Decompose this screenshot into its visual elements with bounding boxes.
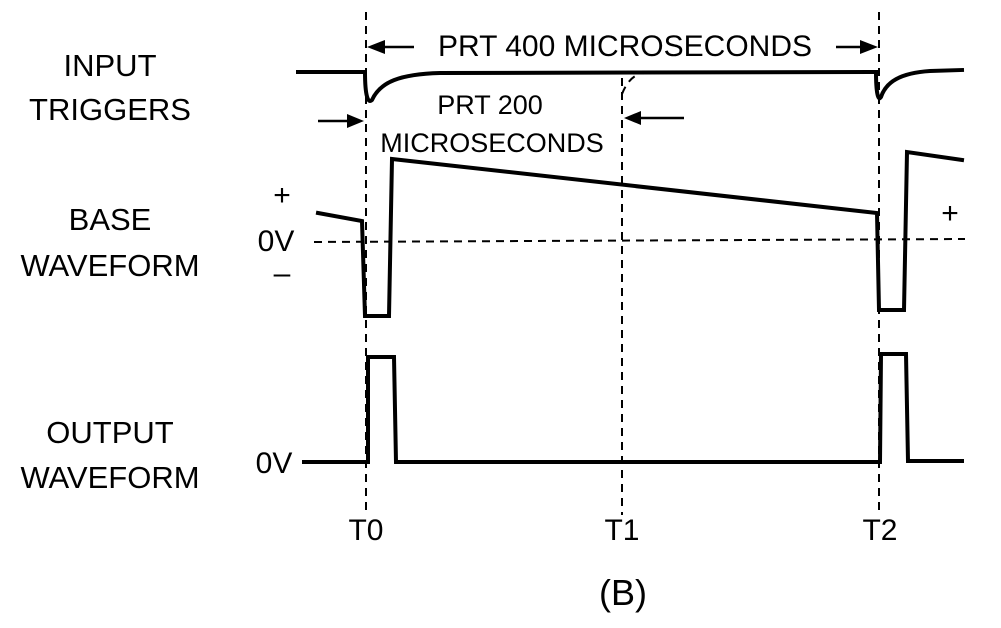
prt400-arrowhead-right bbox=[860, 40, 878, 54]
output-waveform bbox=[302, 352, 964, 464]
label-base-line2: WAVEFORM bbox=[20, 248, 199, 283]
prt200-arrowhead-right bbox=[624, 111, 641, 125]
prt400-arrowhead-left bbox=[367, 40, 385, 54]
base-plus-left: + bbox=[273, 179, 291, 212]
label-base-line1: BASE bbox=[69, 202, 152, 237]
base-waveform bbox=[315, 149, 965, 318]
figure-caption: (B) bbox=[599, 572, 647, 613]
time-marker-t2: T2 bbox=[862, 514, 897, 547]
time-marker-t0: T0 bbox=[348, 514, 383, 547]
base-plus-right: + bbox=[941, 197, 959, 230]
prt200-label-line1: PRT 200 bbox=[437, 90, 543, 120]
base-minus-left: – bbox=[274, 257, 291, 290]
label-output-line1: OUTPUT bbox=[46, 415, 174, 450]
prt400-label: PRT 400 MICROSECONDS bbox=[438, 30, 812, 63]
label-output-line2: WAVEFORM bbox=[20, 460, 199, 495]
input-trigger-waveform bbox=[296, 67, 965, 103]
base-zero-volt: 0V bbox=[258, 225, 295, 258]
input-trigger-t1-hint bbox=[621, 73, 641, 95]
label-input-line1: INPUT bbox=[64, 48, 157, 83]
time-marker-t1: T1 bbox=[604, 514, 639, 547]
prt200-arrowhead-left bbox=[347, 114, 364, 128]
label-input-line2: TRIGGERS bbox=[29, 92, 191, 127]
output-zero-volt: 0V bbox=[256, 447, 293, 480]
prt200-label-line2: MICROSECONDS bbox=[380, 128, 604, 158]
base-zero-volt-reference bbox=[313, 238, 966, 243]
